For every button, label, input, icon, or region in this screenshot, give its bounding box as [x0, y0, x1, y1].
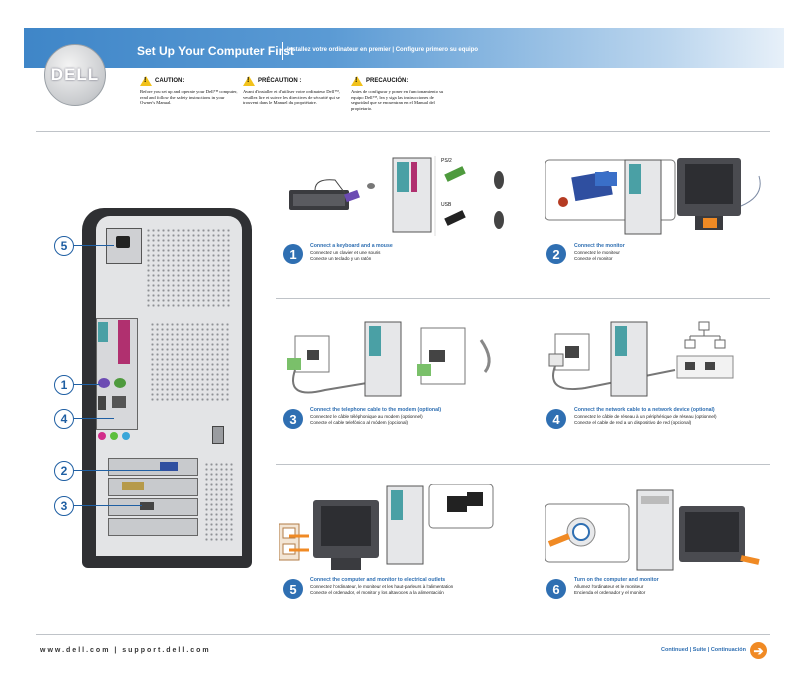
step-title-es: Encienda el ordenador y el monitor	[574, 590, 646, 595]
continued-label: Continued | Suite | Continuación	[661, 647, 746, 653]
usb-label: USB	[441, 202, 452, 208]
usb-port[interactable]	[98, 396, 106, 410]
power-connector[interactable]	[116, 236, 130, 248]
telephone-cable-illustration	[287, 321, 491, 397]
power-on-illustration	[545, 489, 760, 571]
title-divider	[282, 42, 283, 60]
callout-line	[74, 418, 114, 419]
caution-es: PRECAUCIÓN: Antes de configurar y poner …	[351, 76, 451, 111]
caution-label: CAUTION:	[155, 78, 185, 84]
callout-3: 3	[54, 496, 74, 516]
step-title-es: Conecte un teclado y un ratón	[310, 256, 372, 261]
padlock-ring	[212, 426, 224, 444]
page-subtitle: Installez votre ordinateur en premier | …	[287, 47, 479, 53]
step-title-en: Turn on the computer and monitor	[574, 577, 659, 583]
step-title-fr: Connectez un clavier et une souris	[310, 250, 381, 255]
footer-divider	[36, 634, 770, 635]
audio-port[interactable]	[110, 432, 118, 440]
step-number: 2	[546, 244, 566, 264]
step-title-fr: Allumez l'ordinateur et le moniteur	[574, 584, 644, 589]
step-title-en: Connect the telephone cable to the modem…	[310, 407, 442, 413]
step-title-fr: Connectez le câble téléphonique au modem…	[310, 414, 423, 419]
callout-2: 2	[54, 461, 74, 481]
step-title-es: Conecte el cable de red a un dispositivo…	[574, 420, 692, 425]
row-divider	[276, 464, 770, 465]
expansion-slot	[108, 518, 198, 536]
caution-label: PRÉCAUTION :	[258, 78, 302, 84]
ps2-mouse-port[interactable]	[114, 378, 126, 388]
audio-port[interactable]	[98, 432, 106, 440]
step-number: 4	[546, 409, 566, 429]
step-title-es: Conecte el monitor	[574, 256, 613, 261]
caution-text: Before you set up and operate your Dell™…	[140, 89, 238, 106]
callout-line	[74, 384, 100, 385]
power-outlets-illustration	[279, 484, 494, 570]
keyboard-mouse-illustration	[289, 156, 504, 236]
callout-line	[74, 505, 142, 506]
step-title-fr: Connectez l'ordinateur, le moniteur et l…	[310, 584, 454, 589]
logo-text: DELL	[50, 65, 100, 84]
ps2-label: PS/2	[441, 158, 452, 164]
vent-grille	[146, 228, 232, 308]
callout-4: 4	[54, 409, 74, 429]
page-title: Set Up Your Computer First	[137, 44, 294, 58]
serial-port[interactable]	[98, 322, 108, 342]
callout-5: 5	[54, 236, 74, 256]
step-title-en: Connect the computer and monitor to elec…	[310, 577, 446, 583]
power-supply	[106, 228, 142, 264]
footer-url[interactable]: www.dell.com | support.dell.com	[40, 647, 211, 654]
header-divider	[36, 131, 770, 132]
vent-grille	[150, 322, 230, 402]
caution-fr: PRÉCAUTION : Avant d'installer et d'util…	[243, 76, 343, 106]
dell-logo: DELL	[44, 44, 106, 106]
network-port[interactable]	[112, 396, 126, 408]
warning-icon	[351, 76, 363, 86]
callout-1: 1	[54, 375, 74, 395]
step-number: 6	[546, 579, 566, 599]
vga-port[interactable]	[160, 462, 178, 471]
arrow-right-icon[interactable]: ➔	[750, 642, 767, 659]
ps2-keyboard-port[interactable]	[98, 378, 110, 388]
caution-text: Antes de configurar y poner en funcionam…	[351, 89, 444, 111]
step-title-en: Connect the network cable to a network d…	[574, 407, 715, 413]
expansion-slot	[108, 458, 198, 476]
step-number: 1	[283, 244, 303, 264]
audio-port[interactable]	[122, 432, 130, 440]
step-title-en: Connect a keyboard and a mouse	[310, 243, 393, 249]
parallel-port[interactable]	[118, 320, 130, 364]
caution-en: CAUTION: Before you set up and operate y…	[140, 76, 240, 106]
step-number: 5	[283, 579, 303, 599]
callout-line	[74, 470, 162, 471]
step-title-en: Connect the monitor	[574, 243, 625, 249]
header-banner	[24, 28, 784, 68]
warning-icon	[140, 76, 152, 86]
step-number: 3	[283, 409, 303, 429]
step-title-es: Conecte el ordenador, el monitor y los a…	[310, 590, 444, 595]
step-title-fr: Connectez le moniteur	[574, 250, 620, 255]
vent-grille	[204, 462, 234, 542]
network-cable-illustration	[548, 321, 734, 397]
monitor-connection-illustration	[545, 158, 761, 235]
callout-line	[74, 245, 114, 246]
step-title-fr: Connectez le câble de réseau à un périph…	[574, 414, 717, 419]
card-port	[122, 482, 144, 490]
caution-label: PRECAUCIÓN:	[366, 78, 409, 84]
step-title-es: Conecte el cable telefónico al módem (op…	[310, 420, 409, 425]
caution-text: Avant d'installer et d'utiliser votre or…	[243, 89, 340, 106]
row-divider	[276, 298, 770, 299]
modem-port[interactable]	[140, 502, 154, 510]
warning-icon	[243, 76, 255, 86]
